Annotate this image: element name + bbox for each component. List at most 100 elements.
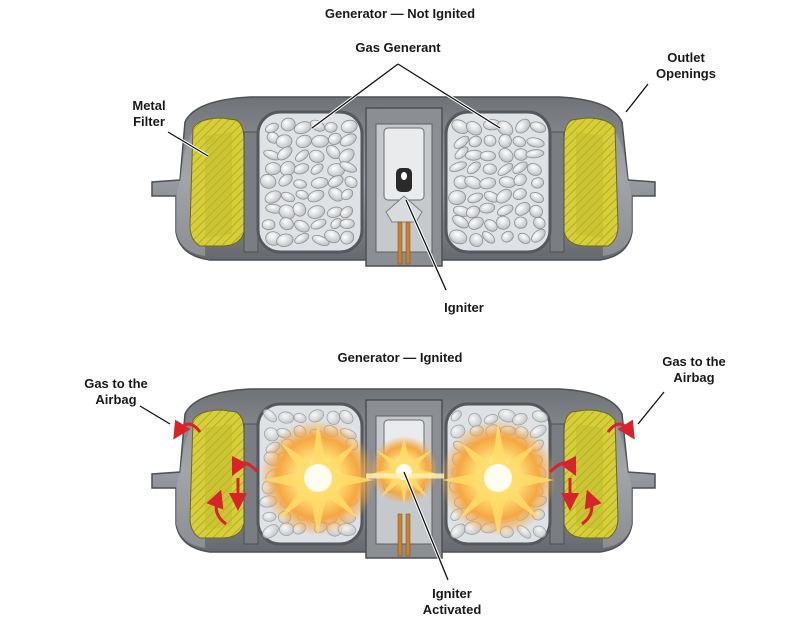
gas-generant-pellet	[453, 135, 470, 149]
gas-generant-pellet	[531, 228, 546, 243]
gas-generant-pellet	[484, 219, 498, 232]
gas-generant-pellet	[479, 150, 496, 162]
explosion-right	[440, 420, 556, 536]
gas-flow-arrows	[173, 419, 635, 526]
gas-generant-pellet	[341, 188, 354, 201]
gas-generant-pellet	[512, 161, 528, 174]
gas-generant-pellet	[448, 190, 466, 206]
gas-generant-pellet	[307, 205, 326, 219]
gas-generant-pellet	[340, 206, 354, 219]
gas-generant-pellet	[454, 146, 469, 160]
gas-generant-pellet	[292, 202, 307, 217]
gas-generant-pellet	[262, 524, 279, 539]
gas-generant-pellet	[278, 411, 295, 424]
gas-to-airbag-left-label-1: Gas to the	[84, 376, 148, 391]
gas-generant-pellet	[497, 163, 514, 176]
gas-generant-pellet	[310, 177, 329, 189]
gas-generant-pellet	[340, 230, 355, 245]
gas-generant-pellet	[517, 232, 531, 245]
gas-generant-pellet	[512, 188, 527, 200]
gas-generant-pellet	[495, 215, 511, 230]
gas-generant-pellet	[529, 204, 543, 218]
gas-generant-pellet	[501, 230, 514, 243]
gas-generant-pellet	[450, 523, 466, 539]
gas-generant-pellet	[276, 233, 294, 248]
gas-generant-pellet	[262, 408, 278, 423]
gas-generant-pellet	[324, 229, 341, 244]
gas-generant-pellet	[469, 233, 484, 247]
gas-generant-pellet	[466, 205, 480, 219]
gas-generant-pellet	[525, 149, 545, 159]
gas-generant-pellet	[533, 216, 546, 230]
gas-generant-pellet	[264, 122, 279, 134]
gas-generant-pellet	[276, 146, 293, 161]
gas-generant-pellet	[467, 192, 484, 204]
gas-generant-pellet	[308, 149, 325, 163]
gas-generant-pellet	[264, 190, 282, 204]
gas-generant-pellet	[465, 121, 483, 136]
gas-generant-pellet	[310, 218, 327, 230]
igniter-label: Igniter	[444, 300, 484, 315]
gas-generant-pellet	[293, 179, 307, 189]
gas-generant-pellet	[295, 149, 309, 162]
gas-generant-pellet	[279, 217, 294, 231]
gas-generant-pellets-left	[259, 117, 358, 248]
gas-generant-pellet	[496, 120, 514, 137]
gas-generant-pellet	[526, 163, 542, 176]
explosion-left	[260, 420, 376, 536]
gas-generant-pellet	[526, 137, 545, 148]
gas-generant-pellet	[468, 216, 484, 230]
gas-to-airbag-right-label-2: Airbag	[673, 370, 714, 385]
gas-generant-pellet	[532, 525, 547, 539]
gas-generant-pellet	[466, 161, 481, 175]
gas-generant-pellet	[479, 177, 497, 190]
gas-generant-pellet	[295, 134, 312, 148]
gas-generant-pellet	[339, 218, 355, 230]
gas-generant-pellet	[339, 133, 357, 147]
outlet-openings-label-2: Openings	[656, 66, 716, 81]
gas-generant-pellet	[328, 132, 342, 146]
gas-generant-pellet	[344, 176, 358, 189]
gas-generant-pellet	[339, 409, 354, 425]
gas-generant-pellet	[479, 202, 496, 214]
top-title: Generator — Not Ignited	[325, 6, 475, 21]
gas-generant-pellet	[515, 118, 531, 134]
gas-generant-pellet	[498, 134, 512, 148]
gas-generant-pellet	[498, 148, 514, 163]
gas-generant-pellet	[294, 232, 310, 245]
gas-generant-pellet	[468, 135, 482, 148]
igniter-activated-label-1: Igniter	[432, 586, 472, 601]
metal-filter-label-1: Metal	[132, 98, 165, 113]
gas-generant-pellet	[330, 217, 342, 230]
gas-generant-pellet	[531, 410, 549, 423]
gas-generant-label: Gas Generant	[355, 40, 441, 55]
bottom-title: Generator — Ignited	[338, 350, 463, 365]
gas-generant-pellet	[307, 189, 325, 203]
gas-generant-pellet	[513, 173, 527, 187]
gas-generant-pellet	[311, 134, 329, 148]
gas-generant-pellet	[450, 410, 462, 422]
gas-generant-pellet	[328, 175, 344, 188]
gas-generant-pellet	[514, 202, 531, 216]
gas-generant-pellet	[310, 163, 324, 175]
gas-to-airbag-right-label-1: Gas to the	[662, 354, 726, 369]
gas-generant-pellet	[338, 148, 355, 164]
gas-generant-pellet	[496, 204, 514, 217]
gas-generant-pellet	[294, 219, 310, 233]
gas-generant-pellet	[514, 216, 528, 229]
gas-generant-pellet	[512, 136, 527, 148]
generator-not-ignited: Generator — Not Ignited Gas Generant Out…	[132, 6, 716, 315]
generator-ignited: Generator — Ignited	[84, 350, 726, 617]
gas-generant-pellet	[280, 191, 296, 203]
igniter-activated-label-2: Activated	[423, 602, 482, 617]
metal-filter-label-2: Filter	[133, 114, 165, 129]
gas-generant-pellet	[293, 163, 310, 175]
outlet-openings-label-1: Outlet	[667, 50, 705, 65]
gas-generant-pellet	[280, 117, 296, 132]
gas-generant-pellet	[278, 173, 293, 187]
gas-generant-pellet	[324, 122, 338, 133]
gas-generant-pellet	[481, 231, 496, 244]
gas-generant-pellet	[280, 160, 296, 177]
gas-generant-pellets-right	[448, 118, 547, 247]
